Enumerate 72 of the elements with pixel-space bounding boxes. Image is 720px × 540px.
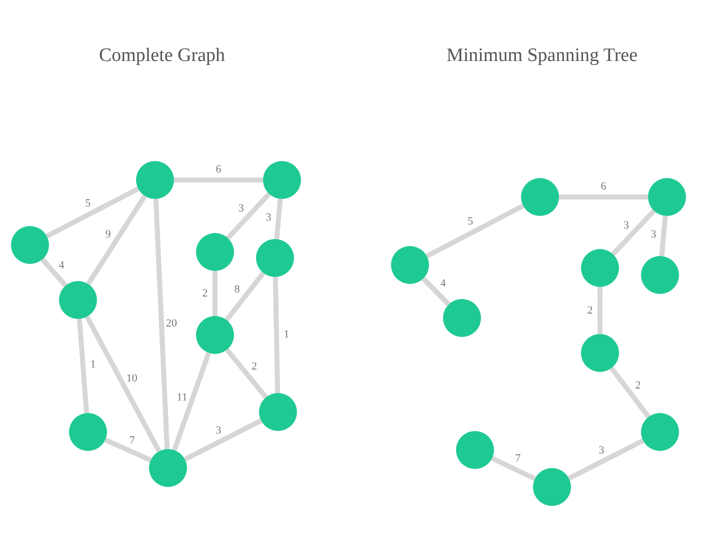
graph-vertex — [263, 161, 301, 199]
edge-line — [491, 456, 536, 482]
graph-vertex — [443, 299, 481, 337]
graph-title: Minimum Spanning Tree — [446, 45, 638, 67]
edge-weight: 1 — [284, 329, 290, 340]
graph-vertex — [581, 334, 619, 372]
edge-line — [174, 178, 263, 182]
graph-vertex — [59, 281, 97, 319]
edge-line — [84, 316, 162, 452]
edge-weight: 20 — [166, 318, 177, 330]
graph-vertex — [11, 226, 49, 264]
graph-vertex — [256, 239, 294, 277]
graph-vertex — [149, 449, 187, 487]
edge-line — [659, 216, 668, 256]
edge-weight: 7 — [129, 435, 135, 446]
graph-vertex — [69, 413, 107, 451]
graph-vertex — [521, 178, 559, 216]
edge-weight: 3 — [266, 212, 272, 224]
edge-line — [212, 271, 218, 316]
edge-weight: 2 — [635, 380, 641, 392]
edge-line — [76, 318, 90, 414]
graph-vertex — [196, 316, 234, 354]
edge-weight: 3 — [650, 230, 656, 241]
edge-weight: 7 — [515, 454, 521, 465]
edge-line — [104, 438, 152, 462]
edge-line — [274, 198, 283, 240]
edge-weight: 3 — [623, 220, 629, 232]
graph-vertex — [259, 393, 297, 431]
graph-vertex — [136, 161, 174, 199]
graph-vertex — [533, 468, 571, 506]
graph-vertex — [641, 256, 679, 294]
edge-weight: 8 — [234, 284, 240, 296]
graph-vertex — [196, 233, 234, 271]
edge-weight: 3 — [238, 204, 244, 215]
edge-line — [559, 194, 648, 200]
graph-vertex — [391, 246, 429, 284]
edge-weight: 4 — [440, 278, 446, 290]
edge-line — [40, 258, 68, 288]
edge-weight: 11 — [176, 392, 188, 404]
edge-weight: 2 — [202, 288, 208, 299]
edge-line — [153, 198, 170, 450]
edge-weight: 10 — [126, 374, 138, 385]
edge-weight: 9 — [105, 229, 111, 240]
edge-line — [226, 192, 271, 240]
edge-weight: 3 — [598, 445, 604, 456]
edge-line — [224, 271, 266, 322]
graph-title: Complete Graph — [98, 45, 226, 67]
edge-line — [172, 352, 212, 451]
edge-weight: 5 — [468, 216, 474, 228]
edge-line — [422, 276, 450, 306]
edge-weight: 6 — [600, 182, 606, 192]
edge-weight: 6 — [216, 164, 222, 176]
edge-line — [225, 348, 268, 399]
edge-weight: 5 — [85, 198, 91, 210]
edge-line — [598, 287, 602, 334]
edge-weight: 4 — [58, 260, 64, 272]
graph-vertex — [641, 413, 679, 451]
edge-line — [86, 194, 147, 286]
edge-line — [610, 366, 650, 418]
edge-line — [46, 186, 140, 238]
graph-vertex — [456, 431, 494, 469]
edge-line — [272, 276, 280, 394]
graph-vertex — [581, 249, 619, 287]
edge-weight: 1 — [90, 360, 96, 371]
edge-line — [184, 418, 262, 462]
edge-weight: 3 — [216, 426, 222, 437]
edge-line — [568, 438, 644, 481]
edge-weight: 2 — [251, 362, 257, 373]
graph-vertex — [648, 178, 686, 216]
edge-weight: 2 — [587, 305, 593, 316]
edge-line — [611, 209, 656, 256]
edge-line — [426, 204, 524, 258]
